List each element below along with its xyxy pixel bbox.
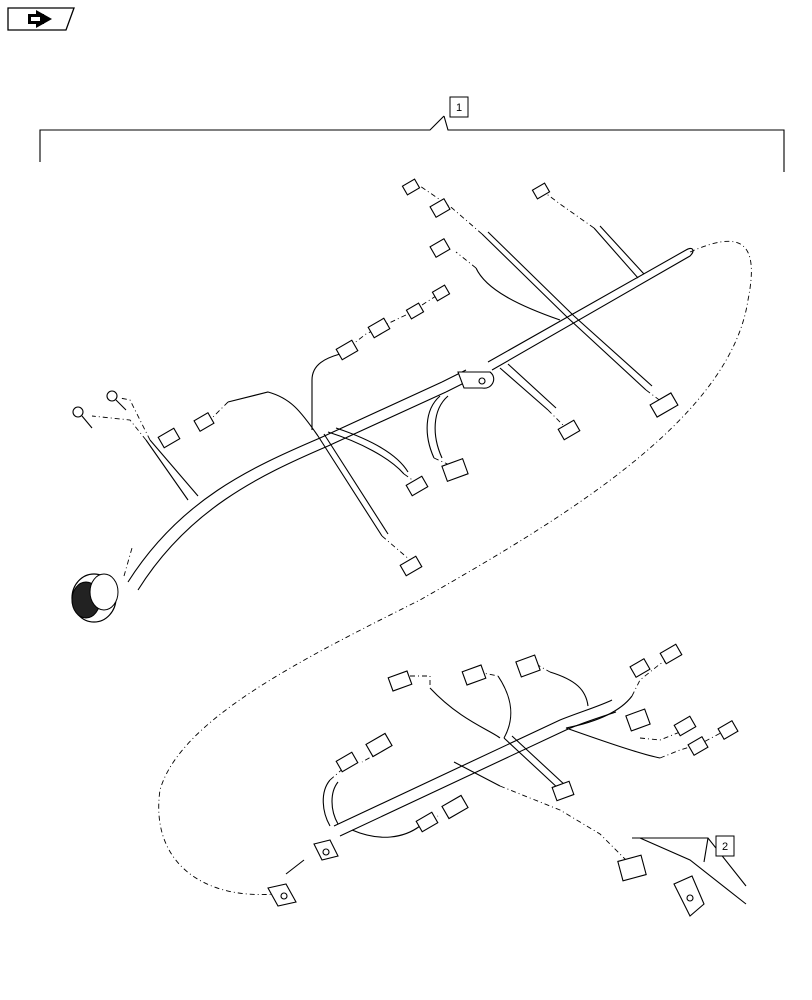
connector-lower-n [441, 794, 469, 820]
connector-lower-k [335, 751, 359, 773]
connector-lower-c [515, 654, 541, 678]
connector-upper-a [157, 427, 181, 449]
connector-upper-n [405, 475, 429, 497]
connector-upper-l [557, 419, 581, 441]
connector-upper-m [441, 458, 469, 482]
connector-upper-c [335, 339, 359, 361]
connector-upper-e [405, 302, 425, 320]
connector-lower-e [659, 643, 683, 665]
connector-lower-g [673, 715, 697, 737]
connector-lower-m [415, 811, 439, 833]
return-button[interactable] [6, 6, 76, 32]
upper-harness [71, 178, 752, 896]
connector-lower-d [629, 658, 651, 678]
connector-lower-j [551, 780, 575, 802]
connector-upper-i [429, 238, 451, 258]
callout-2-label: 2 [722, 841, 728, 853]
callout-1: 1 [39, 96, 785, 172]
connector-upper-g [401, 178, 421, 196]
connector-upper-f [431, 284, 451, 302]
connector-upper-k [649, 392, 679, 418]
clamp-lower-b [267, 859, 305, 907]
connector-lower-b [461, 664, 487, 686]
connector-upper-b [193, 412, 215, 432]
connector-lower-h [687, 736, 709, 756]
ring-terminal-left [72, 406, 93, 429]
ring-terminal-right [106, 390, 127, 411]
connector-lower-l [365, 732, 393, 758]
lower-harness [267, 643, 739, 917]
connector-lower-i [717, 720, 739, 740]
connector-lower-a [387, 670, 413, 692]
connector-lower-o [617, 854, 647, 882]
clamp-upper [457, 371, 495, 389]
connector-upper-o [399, 555, 423, 577]
connector-upper-j [531, 182, 551, 200]
circular-connector [71, 573, 119, 623]
connector-upper-d [367, 317, 391, 339]
callout-2: 2 [632, 835, 747, 905]
callout-1-label: 1 [456, 102, 462, 114]
connector-upper-h [429, 198, 451, 218]
clamp-lower-a [313, 839, 339, 861]
bracket-part [673, 875, 705, 917]
return-arrow-icon [28, 10, 52, 28]
connector-lower-f [625, 708, 651, 732]
